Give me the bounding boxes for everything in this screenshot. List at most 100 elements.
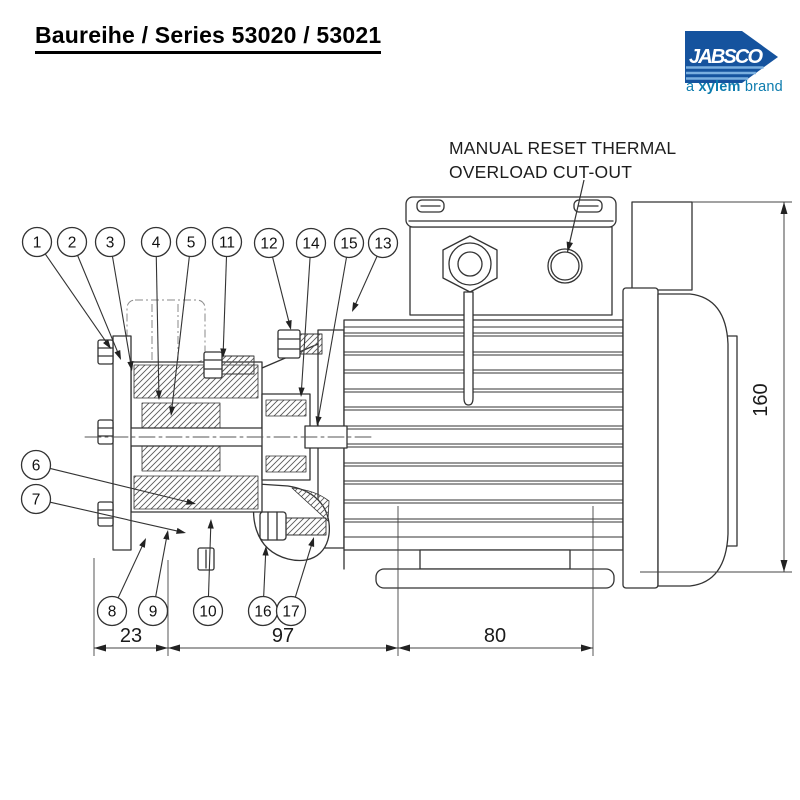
callout-circle-17 [275,595,307,627]
callout-arrow-2 [114,350,121,360]
dim-23: 23 [120,625,142,647]
callout-circle-2 [56,226,88,258]
motor-foot [343,549,615,589]
pump-head [97,329,348,571]
dimension-lines [93,201,792,656]
callout-number-17: 17 [282,603,299,620]
callout-leader-11 [222,256,228,357]
callout-arrow-5 [169,406,176,416]
reset-button-hole [547,248,583,284]
callout-number-15: 15 [340,235,357,252]
callout-number-13: 13 [374,235,391,252]
lid-screw-slot [416,199,445,213]
jabsco-wordmark: JABSCO [689,46,763,68]
callout-number-5: 5 [187,234,196,251]
callout-leader-1 [44,253,111,348]
motor-end-housing-top [631,201,693,291]
thermal-cutout-leader [566,179,585,253]
callout-leader-16 [263,547,267,597]
drain-screw [197,547,215,571]
flange-bolt [97,501,114,527]
tagline-brand: brand [744,79,783,95]
callout-circle-7 [20,483,52,515]
callout-arrow-4 [155,390,162,400]
callout-circle-1 [21,226,53,258]
callout-leader-8 [117,539,146,599]
tagline-a: a [686,79,695,95]
callout-number-3: 3 [106,234,115,251]
callout-number-16: 16 [254,603,271,620]
thermal-cutout-label: MANUAL RESET THERMAL OVERLOAD CUT-OUT [449,136,676,184]
dimension-labels: 23 97 80 160 [120,383,772,647]
callout-circle-4 [140,226,172,258]
callout-arrow-15 [315,416,322,426]
motor-rear-flange [622,287,659,589]
callout-leader-17 [294,538,314,598]
motor-end-cap [657,293,729,587]
power-cable [463,291,474,406]
callout-leader-9 [155,531,169,597]
callout-arrow-1 [103,339,111,349]
dim-160: 160 [750,383,772,416]
junction-box [405,196,617,316]
callout-number-12: 12 [260,235,277,252]
callout-leader-13 [352,256,378,311]
callout-arrow-10 [207,519,214,529]
callout-leader-3 [111,256,133,370]
port-plug [259,511,327,541]
casing-bolt [203,351,255,379]
callout-leader-15 [316,257,348,425]
callout-number-1: 1 [33,234,42,251]
callout-circle-6 [20,449,52,481]
callout-arrow-14 [298,387,305,397]
callout-number-9: 9 [149,603,158,620]
page-title: Baureihe / Series 53020 / 53021 [35,22,382,54]
callout-number-10: 10 [199,603,217,620]
callout-circle-13 [367,227,399,259]
xylem-tagline: a xylem brand [686,79,783,95]
callout-circle-3 [94,226,126,258]
callout-arrow-9 [163,530,170,540]
dim-80: 80 [484,625,506,647]
callout-arrow-7 [176,527,186,534]
callout-arrow-16 [262,546,269,556]
callout-arrow-17 [308,537,315,547]
callout-leader-10 [207,520,212,597]
callout-circle-10 [192,595,224,627]
callout-number-2: 2 [68,234,77,251]
callout-circle-15 [333,227,365,259]
jabsco-flag-bg [685,31,778,83]
callout-leader-5 [170,256,190,415]
callout-arrow-8 [139,538,146,548]
callout-circle-8 [96,595,128,627]
callout-circle-9 [137,595,169,627]
callout-leader-2 [77,255,121,359]
callout-number-6: 6 [32,457,41,474]
callout-arrow-3 [127,361,134,371]
callout-circle-11 [211,226,243,258]
dimension-arrows [94,202,788,652]
callout-number-11: 11 [219,234,235,251]
flange-bolt [97,419,114,445]
mounting-flange [112,335,132,551]
callout-arrow-13 [352,302,359,312]
cable-gland [442,235,498,293]
bracket-bolt-top [277,329,323,359]
thermal-cutout-label-line2: OVERLOAD CUT-OUT [449,162,633,182]
callout-leader-12 [272,256,292,329]
callout-leader-6 [49,467,195,505]
callout-leader-14 [300,257,311,396]
callout-leader-4 [155,256,160,399]
motor-cooling-fins [343,326,624,538]
callout-arrow-12 [285,320,292,330]
callout-leader-7 [50,501,185,534]
callout-number-7: 7 [32,491,41,508]
tagline-xylem: xylem [698,79,741,95]
dim-97: 97 [272,625,294,647]
callout-arrow-6 [186,498,196,505]
phantom-port-outline [126,299,206,363]
jabsco-logo: JABSCO [685,31,778,83]
thermal-cutout-label-line1: MANUAL RESET THERMAL [449,138,677,158]
